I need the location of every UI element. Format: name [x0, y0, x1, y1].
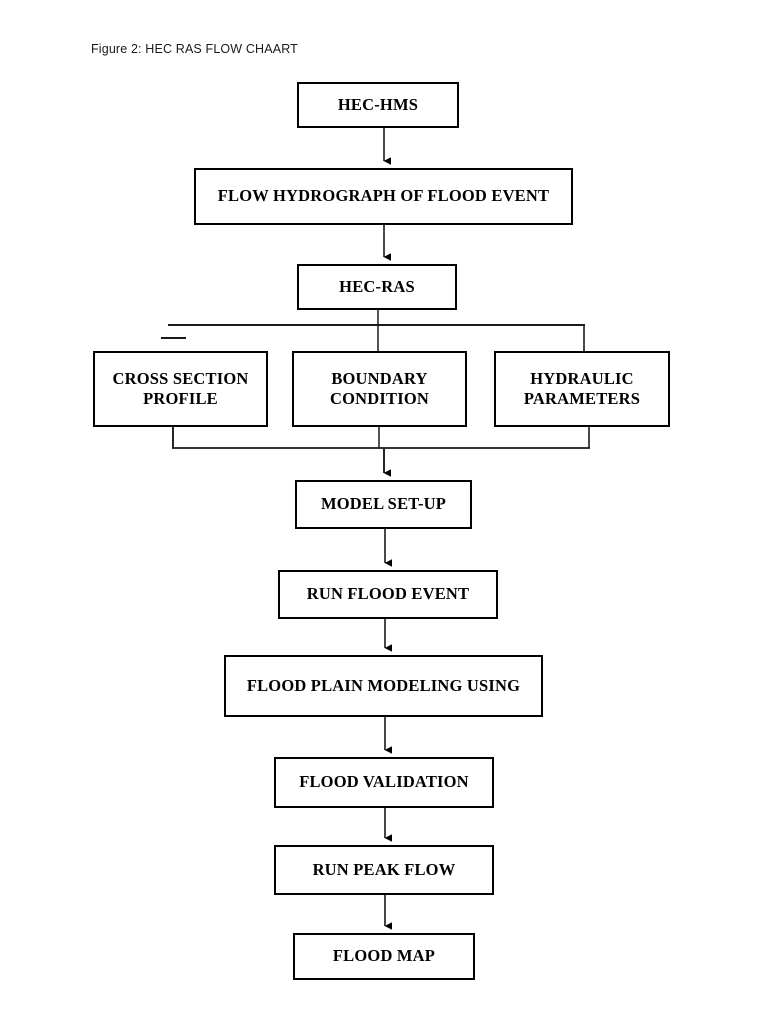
- node-run-flood-event[interactable]: RUN FLOOD EVENT: [278, 570, 498, 619]
- node-flow-hydrograph-of-flood-event[interactable]: FLOW HYDROGRAPH OF FLOOD EVENT: [194, 168, 573, 225]
- node-hec-ras[interactable]: HEC-RAS: [297, 264, 457, 310]
- node-cross-section-profile-label: CROSS SECTION PROFILE: [112, 368, 249, 408]
- node-model-set-up-label: MODEL SET-UP: [320, 494, 447, 514]
- node-flood-validation[interactable]: FLOOD VALIDATION: [274, 757, 494, 808]
- node-boundary-condition[interactable]: BOUNDARY CONDITION: [292, 351, 467, 427]
- node-flood-map[interactable]: FLOOD MAP: [293, 933, 475, 980]
- node-flood-plain-modeling-using[interactable]: FLOOD PLAIN MODELING USING: [224, 655, 543, 717]
- node-flood-map-label: FLOOD MAP: [332, 946, 436, 966]
- node-run-flood-event-label: RUN FLOOD EVENT: [306, 584, 470, 604]
- figure-caption: Figure 2: HEC RAS FLOW CHAART: [91, 42, 298, 56]
- node-boundary-condition-label: BOUNDARY CONDITION: [330, 368, 429, 408]
- node-flood-validation-label: FLOOD VALIDATION: [299, 772, 469, 792]
- node-flow-hydrograph-label: FLOW HYDROGRAPH OF FLOOD EVENT: [217, 186, 550, 206]
- node-hec-ras-label: HEC-RAS: [339, 276, 415, 296]
- node-flood-plain-modeling-label: FLOOD PLAIN MODELING USING: [246, 675, 521, 695]
- node-run-peak-flow[interactable]: RUN PEAK FLOW: [274, 845, 494, 895]
- node-hydraulic-parameters-label: HYDRAULIC PARAMETERS: [523, 368, 641, 408]
- node-model-set-up[interactable]: MODEL SET-UP: [295, 480, 472, 529]
- node-cross-section-profile[interactable]: CROSS SECTION PROFILE: [93, 351, 268, 427]
- node-hec-hms[interactable]: HEC-HMS: [297, 82, 459, 128]
- node-hec-hms-label: HEC-HMS: [337, 94, 419, 114]
- node-hydraulic-parameters[interactable]: HYDRAULIC PARAMETERS: [494, 351, 670, 427]
- node-run-peak-flow-label: RUN PEAK FLOW: [312, 859, 456, 879]
